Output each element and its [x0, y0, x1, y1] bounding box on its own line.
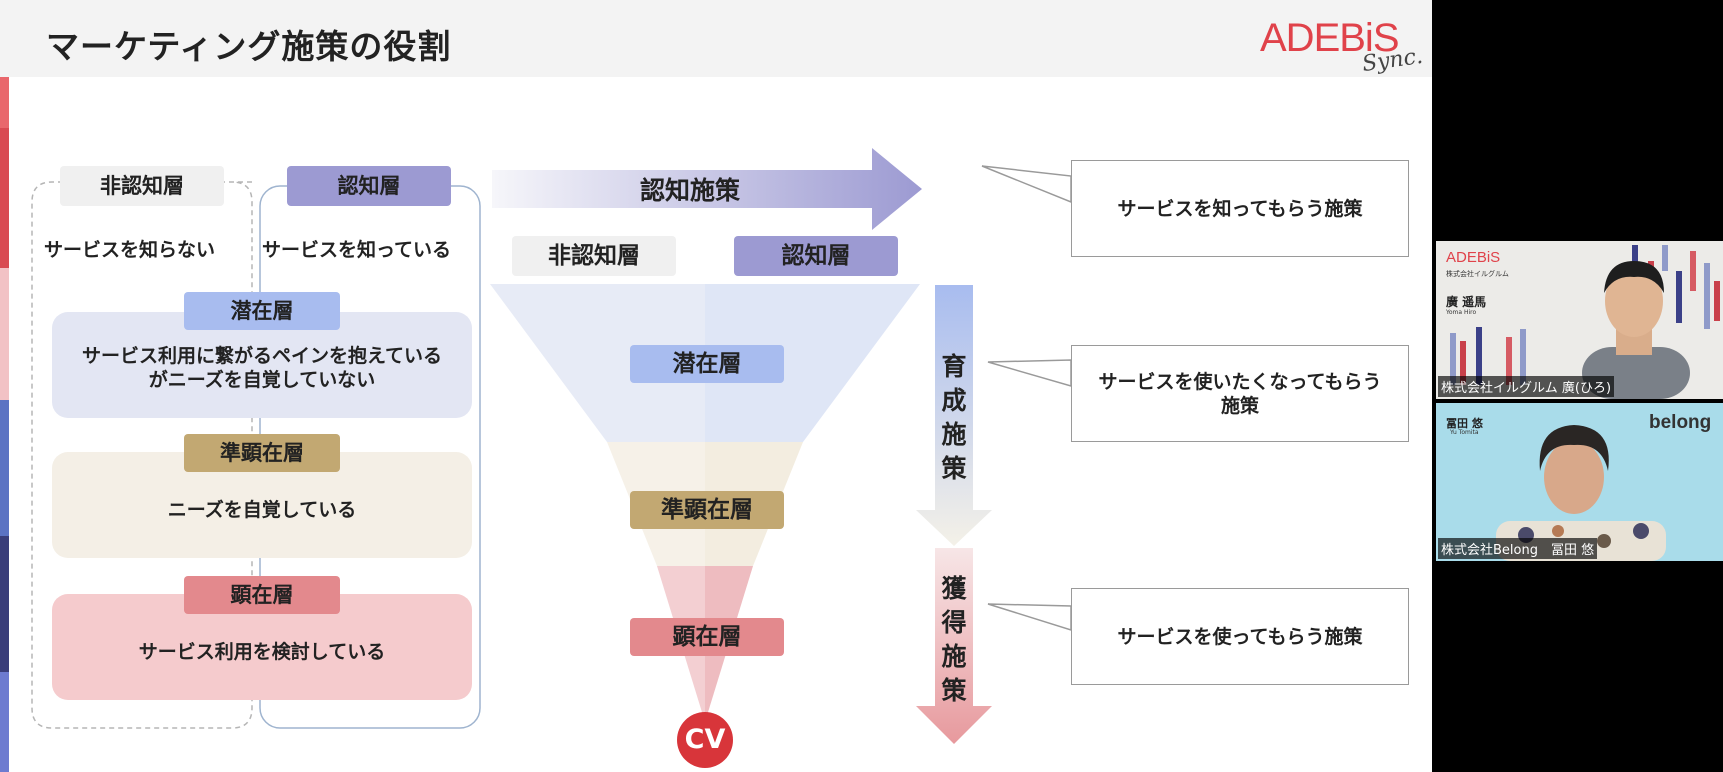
- funnel-semi-manifest-tag: 準顕在層: [630, 491, 784, 529]
- left-strip-blue: [0, 400, 9, 536]
- callout-pointer-3: [987, 603, 1072, 632]
- funnel-band-latent-right: [705, 284, 920, 442]
- awareness-arrow: [492, 148, 922, 230]
- participant-2-name-tag: 株式会社Belong 冨田 悠: [1438, 538, 1598, 559]
- left-strip-indigo: [0, 672, 9, 772]
- participant-2-person-en: Yu Tomita: [1450, 429, 1479, 436]
- aware-description: サービスを知っている: [262, 239, 452, 261]
- participant-1-name-tag: 株式会社イルグルム 廣(ひろ): [1438, 376, 1615, 397]
- participant-2-person: 冨田 悠: [1446, 417, 1483, 430]
- semi-manifest-tag: 準顕在層: [184, 434, 340, 472]
- latent-description: サービス利用に繋がるペインを抱えている がニーズを自覚していない: [81, 345, 443, 391]
- acquisition-label: 獲得施策: [941, 574, 967, 705]
- nurture-arrow: [916, 285, 992, 546]
- semi-manifest-description: ニーズを自覚している: [167, 499, 357, 521]
- participant-1-logo: ADEBiS: [1446, 249, 1501, 266]
- funnel-aware-label: 認知層: [734, 236, 898, 276]
- funnel-non-aware-label: 非認知層: [512, 236, 676, 276]
- participant-1-person: 廣 遥馬: [1446, 295, 1487, 309]
- callout-nurture: サービスを使いたくなってもらう 施策: [1071, 345, 1409, 442]
- funnel-latent-tag: 潜在層: [630, 345, 784, 383]
- acquisition-arrow: [916, 548, 992, 744]
- logo-main-text: ADEBiS: [1260, 16, 1399, 60]
- callout-awareness: サービスを知ってもらう施策: [1071, 160, 1409, 257]
- slide-title: マーケティング施策の役割: [46, 27, 452, 66]
- slide: マーケティング施策の役割 ADEBiS Sync.: [0, 0, 1432, 772]
- cv-circle: CV: [677, 712, 733, 768]
- non-aware-description: サービスを知らない: [44, 239, 216, 261]
- participant-1-background: [1436, 241, 1723, 399]
- left-non-aware-label: 非認知層: [60, 166, 224, 206]
- left-strip-navy: [0, 536, 9, 672]
- manifest-tag: 顕在層: [184, 576, 340, 614]
- diagram-shapes: [31, 148, 1072, 744]
- adebis-sync-logo: ADEBiS Sync.: [1258, 16, 1424, 78]
- left-strip-pink: [0, 268, 9, 400]
- video-tile-participant-1[interactable]: ADEBiS 株式会社イルグルム 廣 遥馬 Yoma Hiro 株式会社イルグル…: [1436, 241, 1723, 399]
- funnel-manifest-tag: 顕在層: [630, 618, 784, 656]
- left-aware-label: 認知層: [287, 166, 451, 206]
- callout-acquisition: サービスを使ってもらう施策: [1071, 588, 1409, 685]
- awareness-arrow-label: 認知施策: [640, 176, 741, 205]
- callout-pointer-1: [981, 165, 1072, 204]
- non-aware-outline: [31, 181, 253, 729]
- title-bar: マーケティング施策の役割 ADEBiS Sync.: [0, 0, 1432, 77]
- manifest-description: サービス利用を検討している: [138, 641, 386, 663]
- callout-pointer-2: [987, 359, 1072, 387]
- participant-2-logo: belong: [1649, 412, 1712, 433]
- funnel-band-latent-left: [490, 284, 705, 442]
- latent-tag: 潜在層: [184, 292, 340, 330]
- participant-1-person-en: Yoma Hiro: [1446, 309, 1477, 316]
- participant-1-company: 株式会社イルグルム: [1446, 270, 1509, 278]
- left-strip-dark-red: [0, 128, 9, 268]
- video-tile-participant-2[interactable]: 冨田 悠 Yu Tomita belong 株式会社Belong 冨田 悠: [1436, 403, 1723, 561]
- nurture-label: 育成施策: [941, 352, 967, 483]
